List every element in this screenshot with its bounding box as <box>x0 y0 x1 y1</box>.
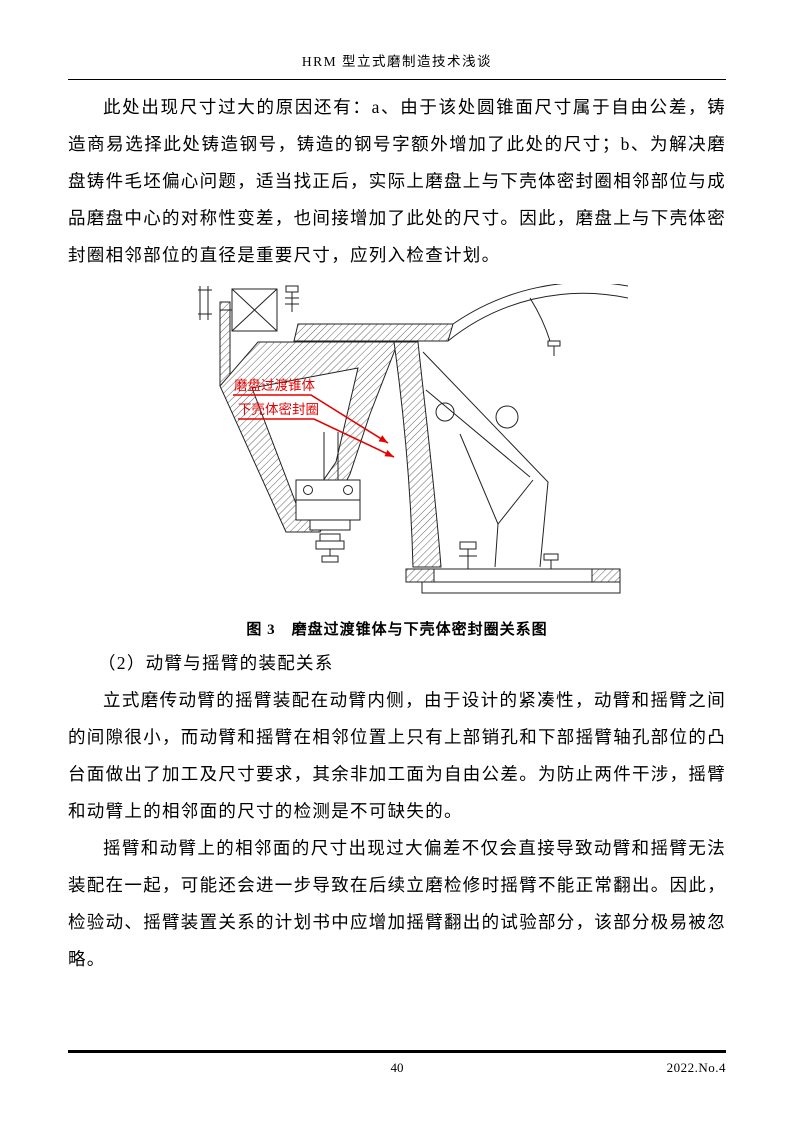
gusset-hole-left <box>435 402 455 422</box>
shell-arc-outer <box>447 292 628 342</box>
figure-label-cone: 磨盘过渡锥体 <box>234 377 315 393</box>
top-bolt-shaft <box>285 292 299 312</box>
base-left-section <box>405 568 435 583</box>
cone-shell-section <box>219 341 399 533</box>
plate-bolt-head <box>547 340 561 347</box>
paragraph-1: 此处出现尺寸过大的原因还有：a、由于该处圆锥面尺寸属于自由公差，铸造商易选择此处… <box>68 97 726 265</box>
gusset-hole-right <box>495 405 519 429</box>
footer-divider <box>68 1050 726 1053</box>
header-title: HRM 型立式磨制造技术浅谈 <box>301 54 493 69</box>
base-bolt-head <box>459 541 477 550</box>
figure-3: 磨盘过渡锥体 下壳体密封圈 图 3 磨盘过渡锥体与下壳体密封圈关系图 <box>68 284 726 639</box>
hub-lower-nut <box>321 555 339 563</box>
left-bracket <box>198 286 212 320</box>
base-right-section <box>591 568 621 583</box>
central-stud <box>323 432 339 480</box>
paragraph-2: 立式磨传动臂的摇臂装配在动臂内侧，由于设计的紧凑性，动臂和摇臂之间的间隙很小，而… <box>68 690 726 821</box>
page-footer: 40 2022.No.4 <box>68 1060 726 1080</box>
base-plate-upper <box>405 568 621 583</box>
top-plate-section <box>293 323 454 342</box>
leader-arrow-cone <box>233 394 389 444</box>
base-bolt-shaft <box>459 549 477 569</box>
shell-arc-inner <box>452 284 628 325</box>
gusset-ribs <box>459 433 534 568</box>
header-divider <box>68 79 726 80</box>
hub-bolt-left <box>303 485 313 495</box>
page-content: HRM 型立式磨制造技术浅谈 此处出现尺寸过大的原因还有：a、由于该处圆锥面尺寸… <box>68 50 726 978</box>
hub-flange <box>309 519 351 531</box>
housing-wall-section <box>393 341 442 568</box>
outline-geometry <box>198 284 628 594</box>
hub-lower-bolt-head <box>319 533 341 542</box>
figure-label-seal: 下壳体密封圈 <box>238 401 319 417</box>
left-column-section <box>219 301 231 387</box>
leader-arrow-seal <box>238 418 395 458</box>
page-header: HRM 型立式磨制造技术浅谈 <box>68 50 726 80</box>
cross-brace-lines <box>220 288 278 332</box>
issue-label: 2022.No.4 <box>666 1060 726 1075</box>
hub-bolt-right <box>343 485 353 495</box>
top-bolt-head <box>285 285 299 293</box>
base-plate-lower <box>421 581 621 594</box>
shell-rib <box>529 297 551 342</box>
hub-assembly <box>295 479 361 563</box>
subheading-2: （2）动臂与摇臂的装配关系 <box>98 653 334 673</box>
gusset-edges <box>422 351 549 568</box>
hub-lower-washer <box>315 540 345 550</box>
figure-caption: 图 3 磨盘过渡锥体与下壳体密封圈关系图 <box>246 622 548 638</box>
article-body: 此处出现尺寸过大的原因还有：a、由于该处圆锥面尺寸属于自由公差，铸造商易选择此处… <box>68 89 726 978</box>
figure-annotations: 磨盘过渡锥体 下壳体密封圈 <box>233 377 395 458</box>
right-bolt-head <box>543 553 559 561</box>
page-number: 40 <box>390 1060 404 1075</box>
technical-drawing: 磨盘过渡锥体 下壳体密封圈 <box>68 284 726 616</box>
hatched-sections <box>219 301 621 583</box>
technical-drawing-svg: 磨盘过渡锥体 下壳体密封圈 <box>198 284 628 594</box>
paragraph-3: 摇臂和动臂上的相邻面的尺寸出现过大偏差不仅会直接导致动臂和摇臂无法装配在一起，可… <box>68 838 726 969</box>
